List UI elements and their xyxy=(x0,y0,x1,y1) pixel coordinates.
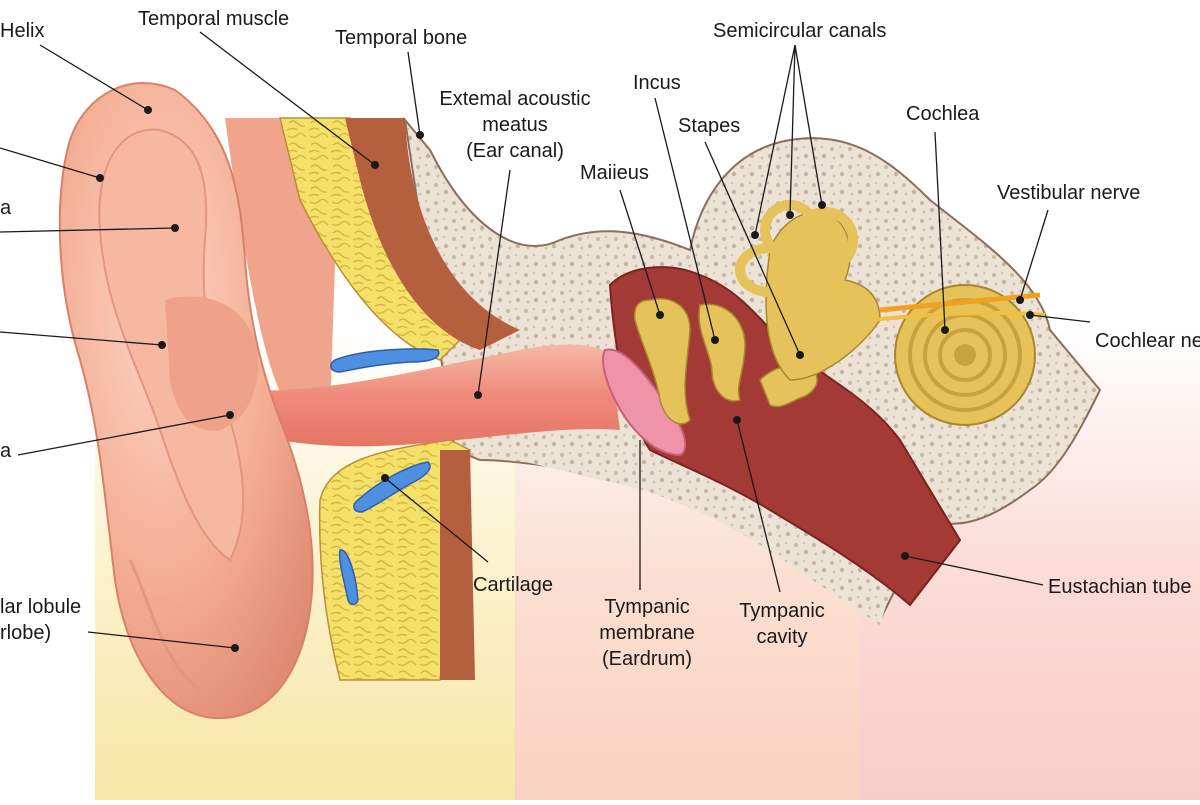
label-external-acoustic-meatus: Extemal acoustic meatus (Ear canal) xyxy=(439,88,591,162)
label-vestibular-nerve: Vestibular nerve xyxy=(997,182,1141,204)
label-auricular-lobule: lar lobule rlobe) xyxy=(0,596,82,644)
label-cut-a-lower: a xyxy=(0,440,12,462)
label-cut-a-upper: a xyxy=(0,197,12,219)
label-eustachian-tube: Eustachian tube xyxy=(1048,576,1192,598)
label-tympanic-cavity: Tympanic cavity xyxy=(739,600,825,648)
label-cochlea: Cochlea xyxy=(906,103,980,125)
label-helix: Helix xyxy=(0,20,45,42)
label-temporal-muscle: Temporal muscle xyxy=(138,8,290,30)
label-incus: Incus xyxy=(633,72,681,94)
label-tympanic-membrane: Tympanic membrane (Eardrum) xyxy=(599,596,695,670)
label-temporal-bone: Temporal bone xyxy=(335,27,468,49)
leader-dots xyxy=(96,106,1034,652)
label-cochlear-nerve: Cochlear ne xyxy=(1095,330,1200,352)
label-malleus: Maiieus xyxy=(580,162,649,184)
label-stapes: Stapes xyxy=(678,115,741,137)
leader-lines xyxy=(0,31,1091,649)
label-cartilage: Cartilage xyxy=(473,574,554,596)
label-semicircular-canals: Semicircular canals xyxy=(713,20,887,42)
